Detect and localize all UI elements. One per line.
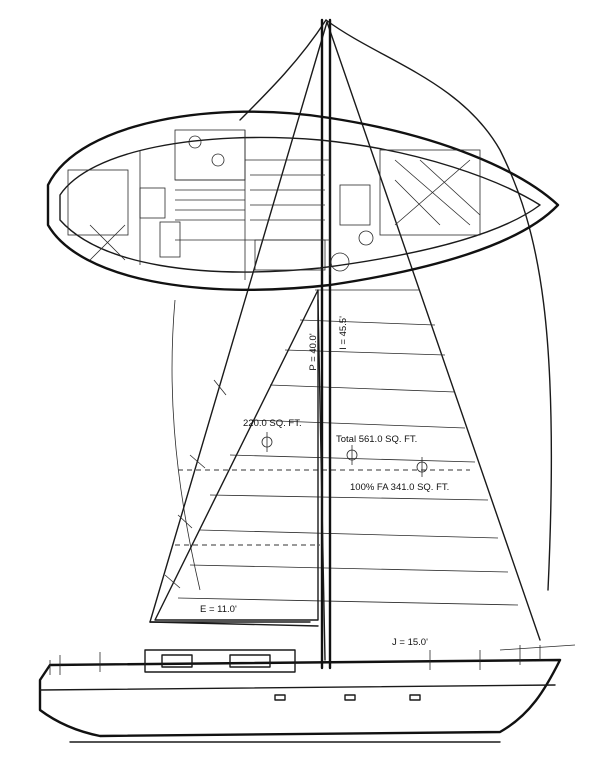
- total-center-symbol: [346, 445, 358, 465]
- mainsail-area-label: 220.0 SQ. FT.: [243, 418, 302, 429]
- deck-plan: [46, 110, 560, 292]
- hull-profile: [38, 644, 576, 743]
- mast: [149, 18, 332, 670]
- spinnaker-outline: [171, 19, 553, 591]
- genoa-sail: [149, 21, 541, 641]
- p-dimension-label: P = 40.0': [308, 333, 319, 370]
- foretriangle-area-label: 100% FA 341.0 SQ. FT.: [350, 482, 449, 493]
- foretriangle-center-symbol: [416, 457, 428, 477]
- mainsail-center-symbol: [261, 432, 273, 452]
- e-dimension-label: E = 11.0': [200, 604, 237, 615]
- mainsail: [154, 289, 319, 621]
- total-area-label: Total 561.0 SQ. FT.: [336, 434, 417, 445]
- j-dimension-label: J = 15.0': [392, 637, 428, 648]
- i-dimension-label: I = 45.5': [338, 316, 349, 350]
